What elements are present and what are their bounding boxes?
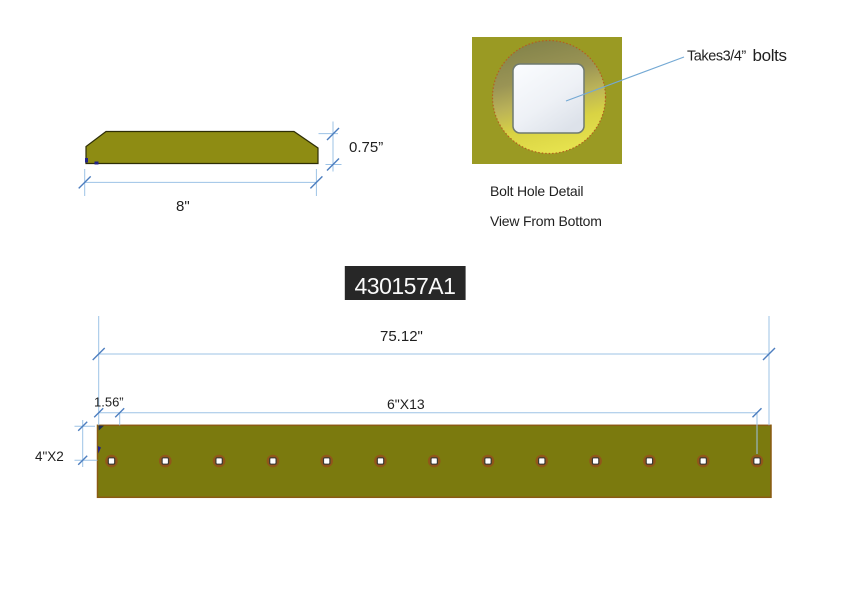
svg-text:Bolt Hole Detail: Bolt Hole Detail [490, 183, 583, 199]
svg-text:bolts: bolts [753, 46, 787, 65]
svg-text:0.75”: 0.75” [349, 139, 383, 156]
svg-text:8": 8" [176, 198, 190, 215]
svg-text:75.12": 75.12" [380, 328, 423, 345]
svg-text:Takes3/4”: Takes3/4” [687, 49, 746, 65]
svg-text:430157A1: 430157A1 [355, 273, 456, 299]
svg-text:View From Bottom: View From Bottom [490, 213, 602, 229]
svg-text:1.56”: 1.56” [94, 395, 124, 410]
svg-text:6"X13: 6"X13 [387, 396, 425, 412]
svg-text:4"X2: 4"X2 [35, 449, 64, 464]
